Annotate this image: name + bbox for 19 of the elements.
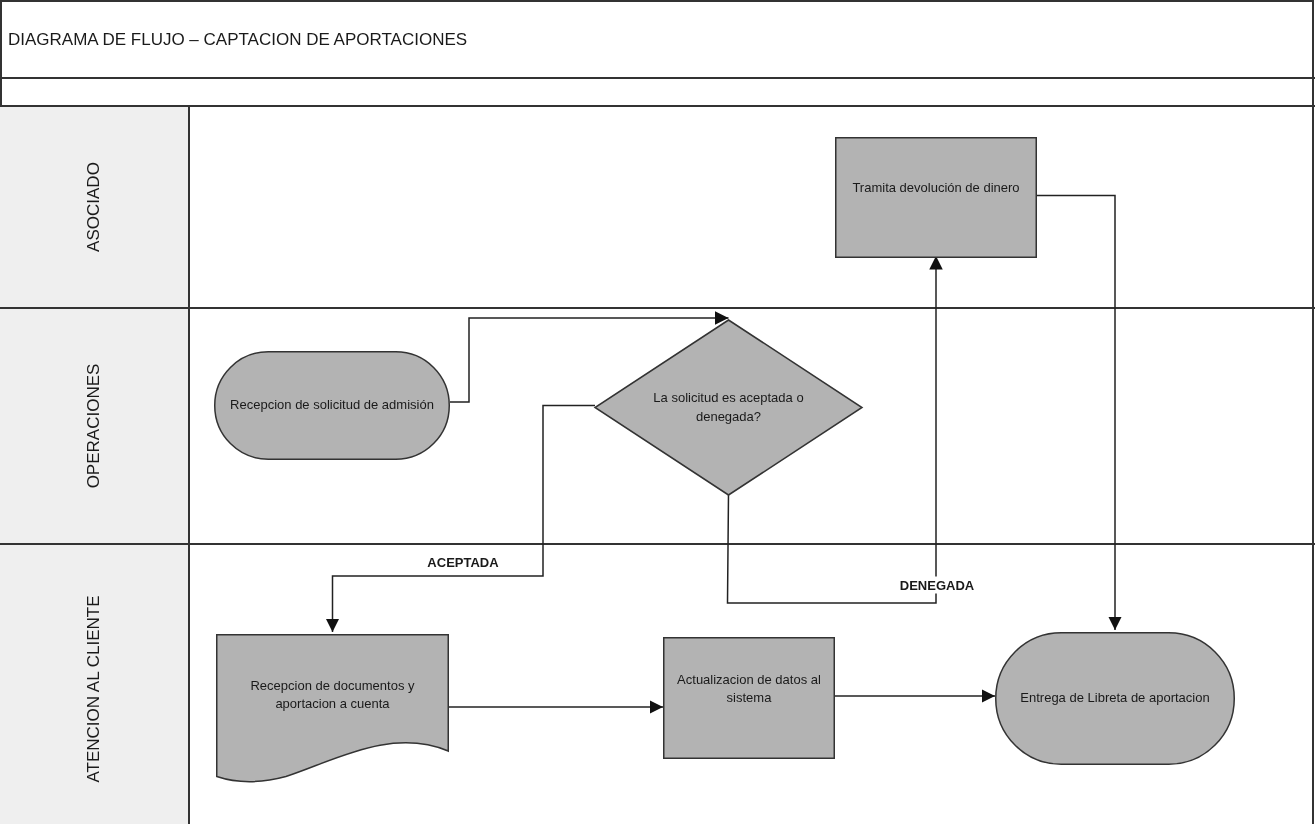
diagram-title: DIAGRAMA DE FLUJO – CAPTACION DE APORTACIONES bbox=[8, 30, 468, 50]
lane-label: OPERACIONES bbox=[84, 363, 104, 489]
decision-diamond bbox=[595, 320, 862, 495]
arrow bbox=[325, 404, 596, 633]
node-label: Recepcion de documentos y aportacion a cuenta bbox=[249, 676, 416, 713]
arrow bbox=[1036, 194, 1122, 631]
arrow bbox=[448, 700, 664, 714]
node-label: Entrega de Libreta de aportacion bbox=[1019, 689, 1211, 708]
process-box bbox=[663, 637, 835, 759]
arrow bbox=[449, 311, 730, 403]
node-label: Actualizacion de datos al sistema bbox=[676, 670, 822, 707]
process-box bbox=[835, 137, 1037, 258]
document-shape bbox=[216, 634, 449, 784]
arrow bbox=[834, 689, 996, 703]
lane-label: ATENCION AL CLIENTE bbox=[84, 595, 104, 783]
node-label: Tramita devolución de dinero bbox=[851, 179, 1021, 198]
node-label: Recepcion de solicitud de admisión bbox=[229, 396, 435, 415]
lane-label: ASOCIADO bbox=[84, 162, 104, 252]
node-label: La solicitud es aceptada o denegada? bbox=[652, 389, 805, 426]
